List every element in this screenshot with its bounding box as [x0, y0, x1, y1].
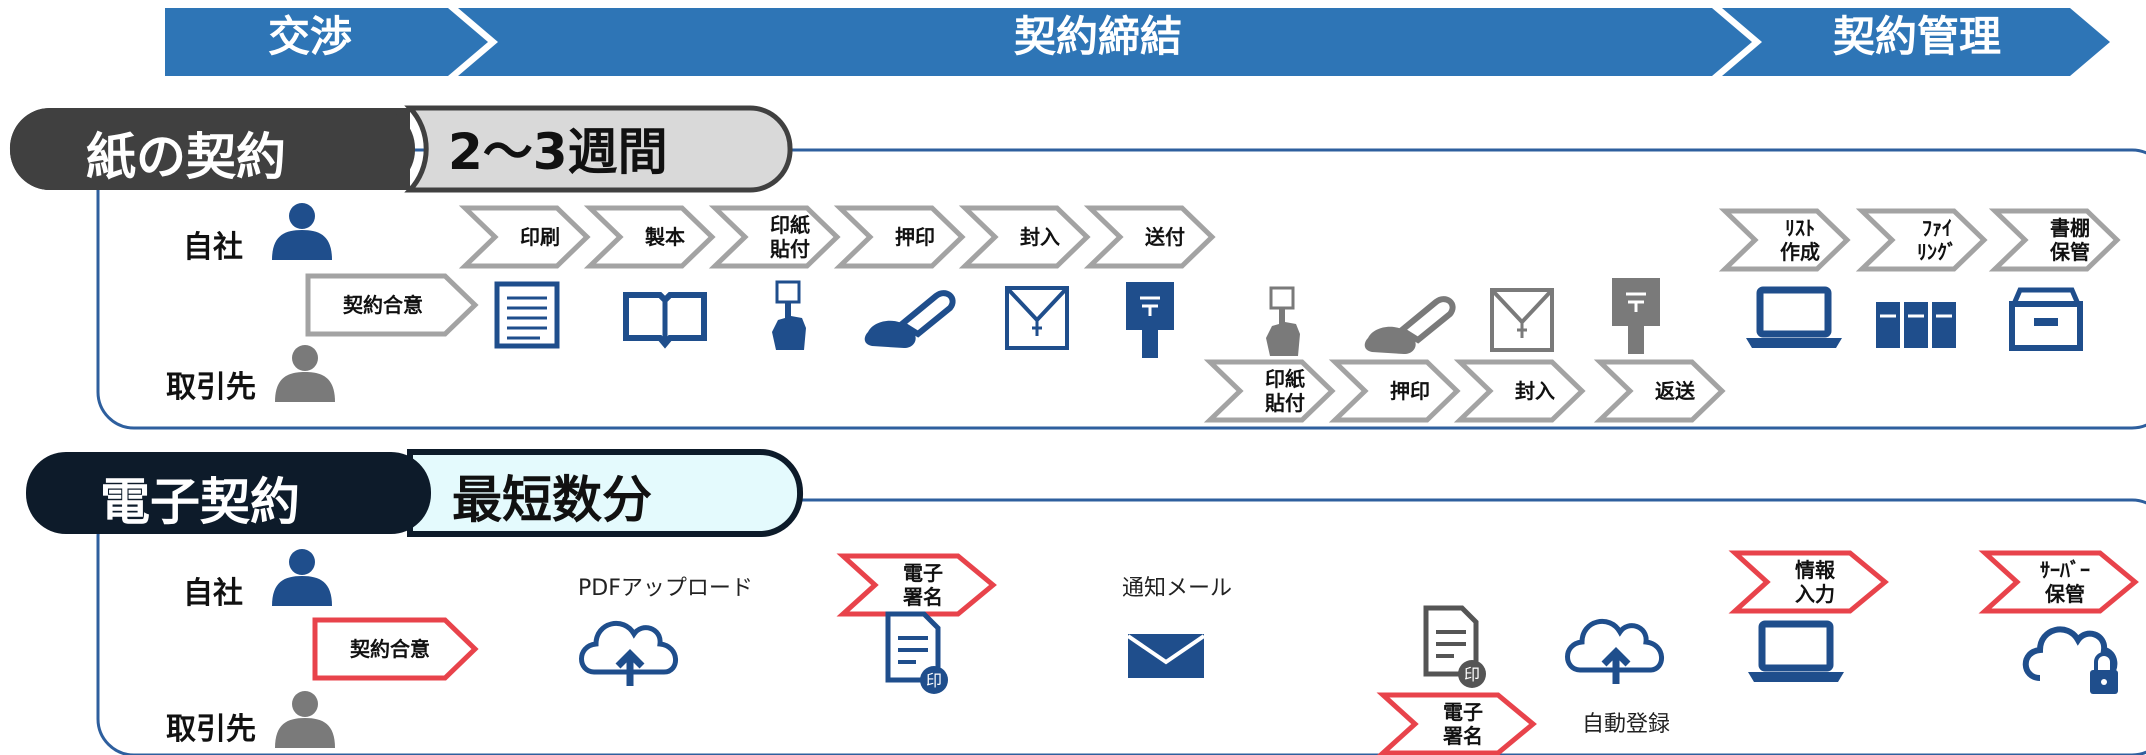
paper-own-step-4: 封入	[1020, 225, 1060, 249]
person-icon	[272, 203, 332, 260]
stage-arrow-management	[1722, 8, 2110, 76]
hand-stamp-icon	[770, 280, 808, 352]
envelope-icon	[1490, 288, 1554, 352]
paper-management-step-1: ﾌｧｲ ﾘﾝｸﾞ	[1917, 216, 1957, 264]
stage-management: 契約管理	[1832, 12, 2001, 61]
paper-partner-step-1: 押印	[1390, 379, 1430, 403]
stage-conclusion: 契約締結	[1013, 12, 1182, 61]
electronic-title-bg	[26, 452, 431, 534]
paper-partner-step-2: 封入	[1515, 379, 1555, 403]
e-sign-document-icon	[1426, 608, 1486, 688]
person-icon	[272, 549, 332, 606]
upload-label: PDFアップロード	[578, 576, 753, 601]
electronic-partner: 取引先	[166, 712, 256, 747]
paper-management-step-2: 書棚 保管	[2050, 216, 2090, 264]
paper-duration-pill	[404, 105, 793, 193]
document-icon	[494, 281, 560, 349]
stage-arrows	[165, 8, 2110, 76]
laptop-icon	[1748, 624, 1844, 682]
stage-arrow-conclusion	[458, 8, 1752, 76]
electronic-duration-pill	[407, 449, 804, 538]
envelope-icon	[1005, 286, 1069, 350]
notify-label: 通知メール	[1122, 576, 1233, 601]
electronic-own-company: 自社	[183, 576, 243, 611]
electronic-agreement-label: 契約合意	[350, 637, 430, 661]
info-input-label: 情報 入力	[1795, 558, 1835, 606]
cloud-lock-icon	[2022, 626, 2118, 694]
paper-own-step-3: 押印	[895, 225, 935, 249]
e-sign-document-icon	[888, 614, 948, 694]
book-icon	[623, 292, 707, 349]
paper-partner-step-0: 印紙 貼付	[1265, 367, 1305, 415]
laptop-icon	[1746, 290, 1842, 348]
paper-own-step-5: 送付	[1145, 225, 1185, 249]
cloud-upload-icon	[582, 623, 676, 686]
paper-partner: 取引先	[166, 370, 256, 405]
hand-stamp-icon	[1264, 286, 1302, 358]
paper-own-step-2: 印紙 貼付	[770, 213, 810, 261]
cloud-upload-icon	[1568, 621, 1662, 684]
paper-title-bg	[10, 108, 415, 190]
electronic-title: 電子契約	[100, 473, 300, 531]
paper-partner-step-3: 返送	[1655, 379, 1695, 403]
mailbox-icon	[1124, 280, 1176, 360]
paper-management-step-0: ﾘｽﾄ 作成	[1780, 216, 1820, 264]
cabinet-icon	[2009, 287, 2083, 351]
seal-stamp-icon	[1365, 299, 1453, 354]
stage-negotiation: 交渉	[267, 12, 352, 61]
electronic-duration: 最短数分	[452, 471, 652, 529]
person-icon	[275, 345, 335, 402]
paper-own-step-0: 印刷	[520, 225, 560, 249]
paper-agreement-label: 契約合意	[343, 293, 423, 317]
binders-icon	[1876, 302, 1956, 348]
stage-arrow-negotiation	[165, 8, 488, 76]
paper-title: 紙の契約	[86, 128, 286, 186]
electronic-frame	[96, 498, 2146, 755]
paper-own-company: 自社	[183, 230, 243, 265]
own-sign-label: 電子 署名	[903, 561, 943, 609]
server-store-label: ｻｰﾊﾞｰ 保管	[2040, 558, 2090, 606]
mailbox-icon	[1610, 276, 1662, 356]
paper-duration: 2～3週間	[448, 123, 668, 181]
seal-stamp-icon	[865, 293, 953, 348]
auto-register-label: 自動登録	[1582, 712, 1671, 737]
person-icon	[275, 691, 335, 748]
electronic-agreement-chevron	[312, 617, 479, 681]
mail-icon	[1126, 634, 1206, 678]
paper-agreement-chevron	[305, 273, 479, 337]
paper-own-step-1: 製本	[645, 225, 685, 249]
paper-frame	[96, 148, 2146, 430]
partner-sign-label: 電子 署名	[1443, 700, 1483, 748]
